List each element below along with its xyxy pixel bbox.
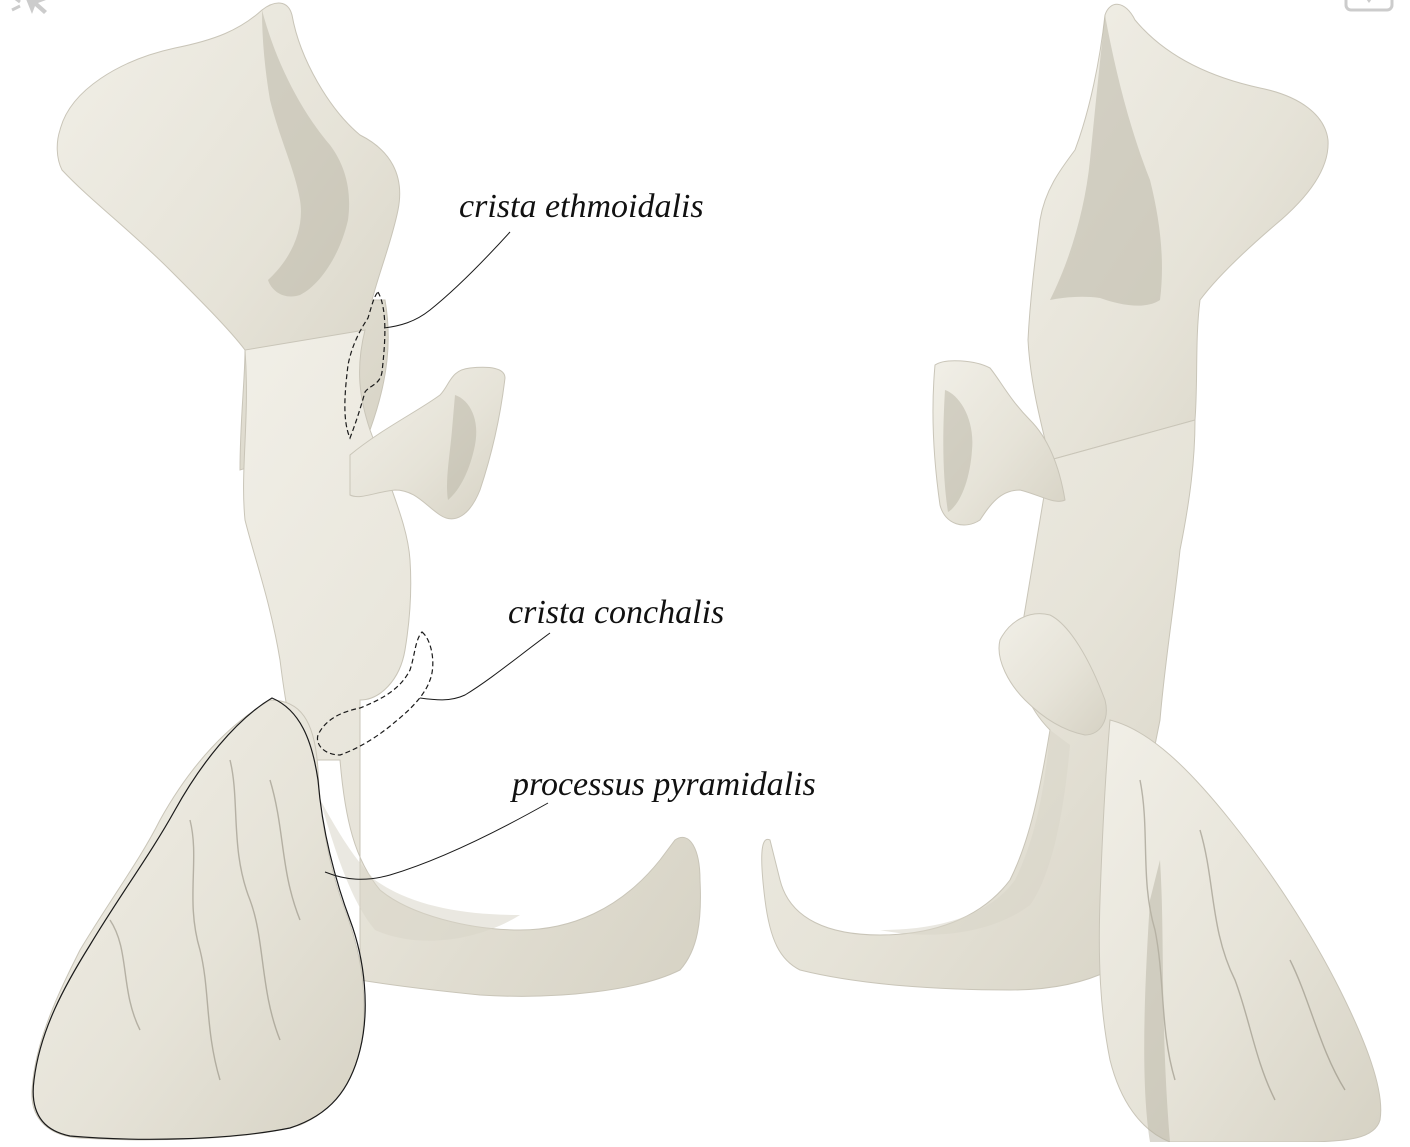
pyramidalis-leader-line bbox=[324, 802, 549, 880]
download-icon[interactable] bbox=[1336, 0, 1398, 16]
conchalis-dashed-region bbox=[316, 631, 434, 756]
right-pyramidal-shadow bbox=[1144, 860, 1170, 1142]
left-pyramidal-crack-3 bbox=[109, 919, 141, 1031]
label-crista-conchalis: crista conchalis bbox=[508, 594, 725, 631]
right-pyramidal-crack-3 bbox=[1289, 959, 1346, 1091]
left-bone bbox=[31, 2, 701, 1141]
left-pyramidal-process bbox=[31, 699, 365, 1141]
left-plate-shade bbox=[300, 760, 520, 941]
right-bone bbox=[761, 3, 1382, 1143]
right-orbital-process bbox=[1027, 3, 1329, 461]
right-pyramidal-process bbox=[1098, 719, 1382, 1143]
label-processus-pyramidalis: processus pyramidalis bbox=[512, 766, 816, 803]
label-crista-ethmoidalis: crista ethmoidalis bbox=[459, 188, 704, 225]
pyramidalis-outline bbox=[32, 697, 366, 1140]
left-sphenoidal-texture bbox=[447, 395, 477, 500]
conchalis-leader-line bbox=[419, 632, 551, 701]
right-orbital-shadow bbox=[1050, 15, 1162, 306]
ethmoidalis-dashed-region bbox=[344, 291, 386, 440]
right-plate-shade bbox=[880, 730, 1070, 935]
left-pyramidal-crack-4 bbox=[269, 779, 301, 921]
left-pyramidal-crack-2 bbox=[189, 819, 221, 1081]
right-sphenoidal-process bbox=[932, 360, 1066, 526]
left-orbital-shadow bbox=[262, 10, 350, 297]
ethmoidalis-leader-line bbox=[383, 231, 511, 329]
right-perpendicular-plate bbox=[761, 419, 1196, 991]
right-conchal-ledge bbox=[998, 613, 1107, 736]
left-pyramidal-crack-1 bbox=[229, 759, 281, 1041]
cursor-icon[interactable] bbox=[2, 0, 62, 22]
right-pyramidal-crack-2 bbox=[1199, 829, 1276, 1101]
right-sphenoidal-texture bbox=[943, 390, 973, 512]
